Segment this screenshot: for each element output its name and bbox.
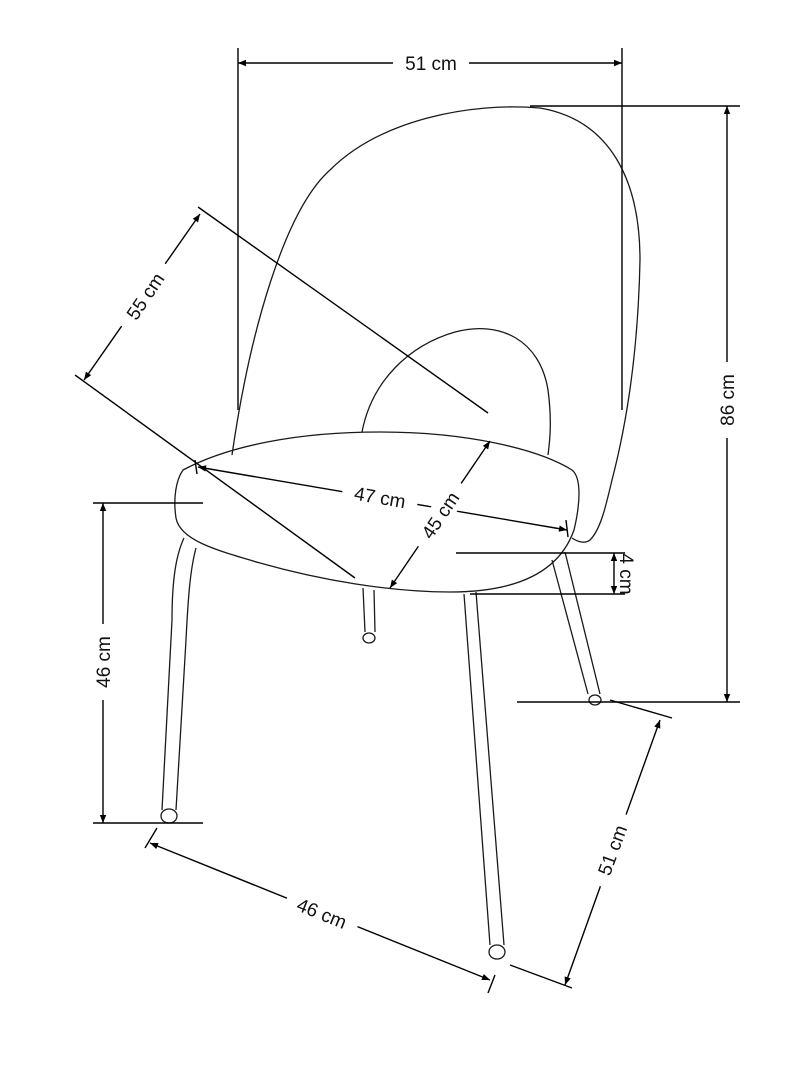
leg-back-left	[362, 587, 376, 633]
label-total-width: 51 cm	[405, 54, 457, 75]
dimension-arrows	[83, 59, 731, 986]
foot-back-right	[588, 694, 602, 706]
foot-front-right	[488, 944, 506, 960]
label-total-height: 86 cm	[718, 374, 739, 426]
leg-front-left	[161, 537, 197, 811]
label-seat-thickness: 4 cm	[615, 553, 636, 594]
backrest	[231, 106, 641, 543]
label-seat-height: 46 cm	[94, 636, 115, 688]
backrest-cushion	[361, 328, 551, 456]
dimension-labels: 51 cm 86 cm 55 cm 47 cm 45 cm 4 cm 46 cm…	[91, 51, 739, 939]
leg-front-right	[463, 591, 505, 946]
foot-front-left	[160, 808, 178, 824]
chair-outline	[160, 106, 641, 960]
foot-back-left	[362, 632, 376, 644]
extension-lines	[74, 48, 740, 994]
leg-back-right	[551, 551, 601, 695]
seat	[174, 431, 580, 593]
